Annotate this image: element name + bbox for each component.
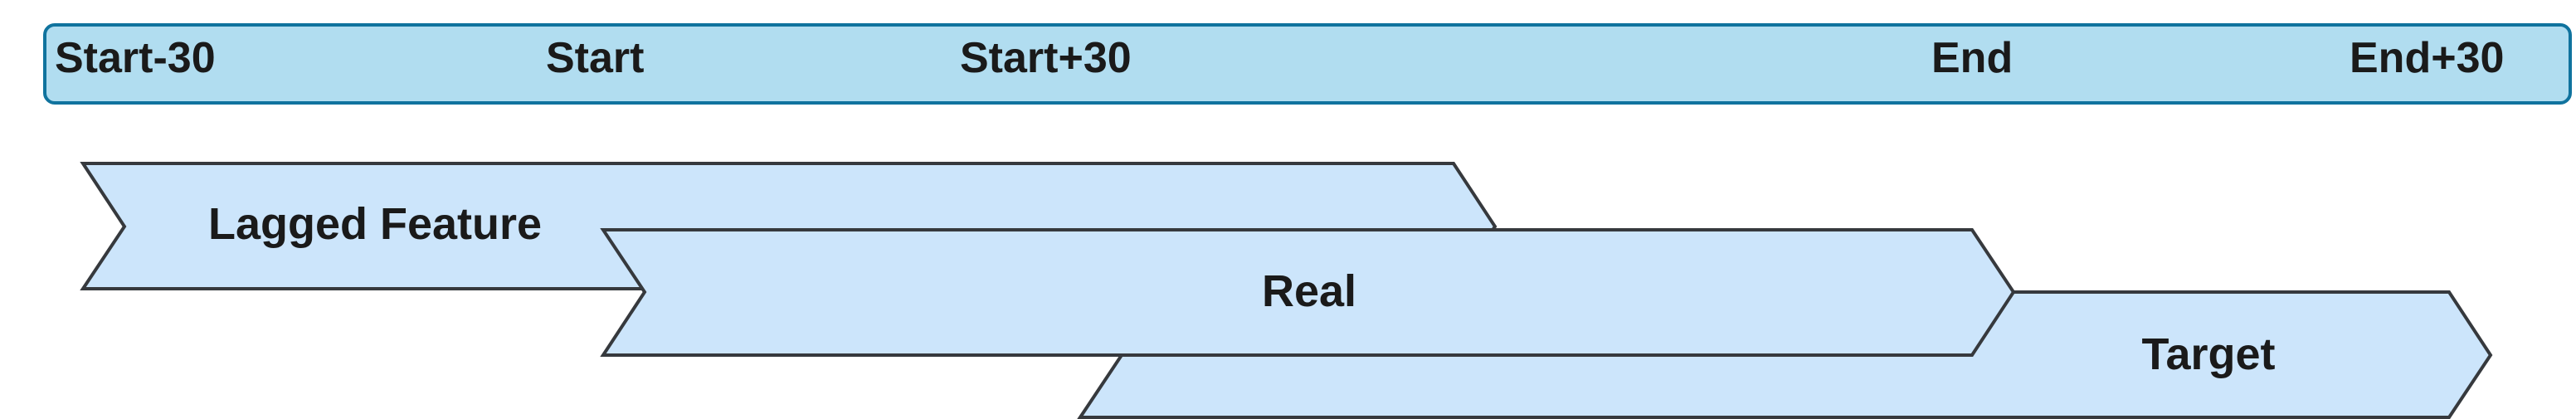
real-segment: [600, 228, 2016, 357]
real-label: Real: [1262, 266, 1356, 316]
timeline-label-start-minus-30: Start-30: [55, 34, 216, 82]
lagged-feature-label: Lagged Feature: [208, 199, 542, 249]
timeline-label-end-plus-30: End+30: [2350, 34, 2505, 82]
timeline-label-start: Start: [546, 34, 645, 82]
timeline-label-end: End: [1931, 34, 2014, 82]
target-label: Target: [2141, 329, 2275, 379]
timeline-label-start-plus-30: Start+30: [960, 34, 1132, 82]
timeline-bar: [43, 23, 2572, 105]
